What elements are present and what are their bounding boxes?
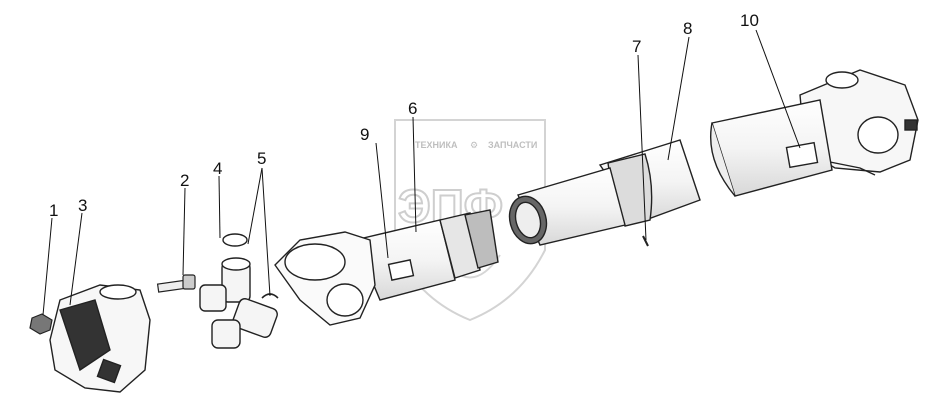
callout-labels: 1 3 2 4 5 6 9 7 8 10 <box>49 11 759 220</box>
watermark-gear-icon: ⚙ <box>470 140 478 150</box>
bolt <box>156 274 196 293</box>
shaft-yoke <box>274 231 376 326</box>
callout-5: 5 <box>257 149 266 168</box>
watermark-text-left: ТЕХНИКА <box>415 140 458 150</box>
splined-shaft <box>354 209 499 301</box>
front-flange-yoke <box>49 284 151 393</box>
rear-flange-yoke <box>799 69 919 176</box>
callout-8: 8 <box>683 19 692 38</box>
leader-lines <box>42 29 801 316</box>
nut <box>29 313 53 335</box>
callout-10: 10 <box>740 11 759 30</box>
callout-7: 7 <box>632 37 641 56</box>
callout-6: 6 <box>408 99 417 118</box>
callout-2: 2 <box>180 171 189 190</box>
callout-1: 1 <box>49 201 58 220</box>
universal-joint-cross <box>199 233 278 349</box>
slip-sleeve <box>508 139 701 247</box>
shaft-tube-rear <box>709 99 833 197</box>
callout-3: 3 <box>78 196 87 215</box>
callout-4: 4 <box>213 159 222 178</box>
callout-9: 9 <box>360 125 369 144</box>
watermark-text-right: ЗАПЧАСТИ <box>488 140 537 150</box>
